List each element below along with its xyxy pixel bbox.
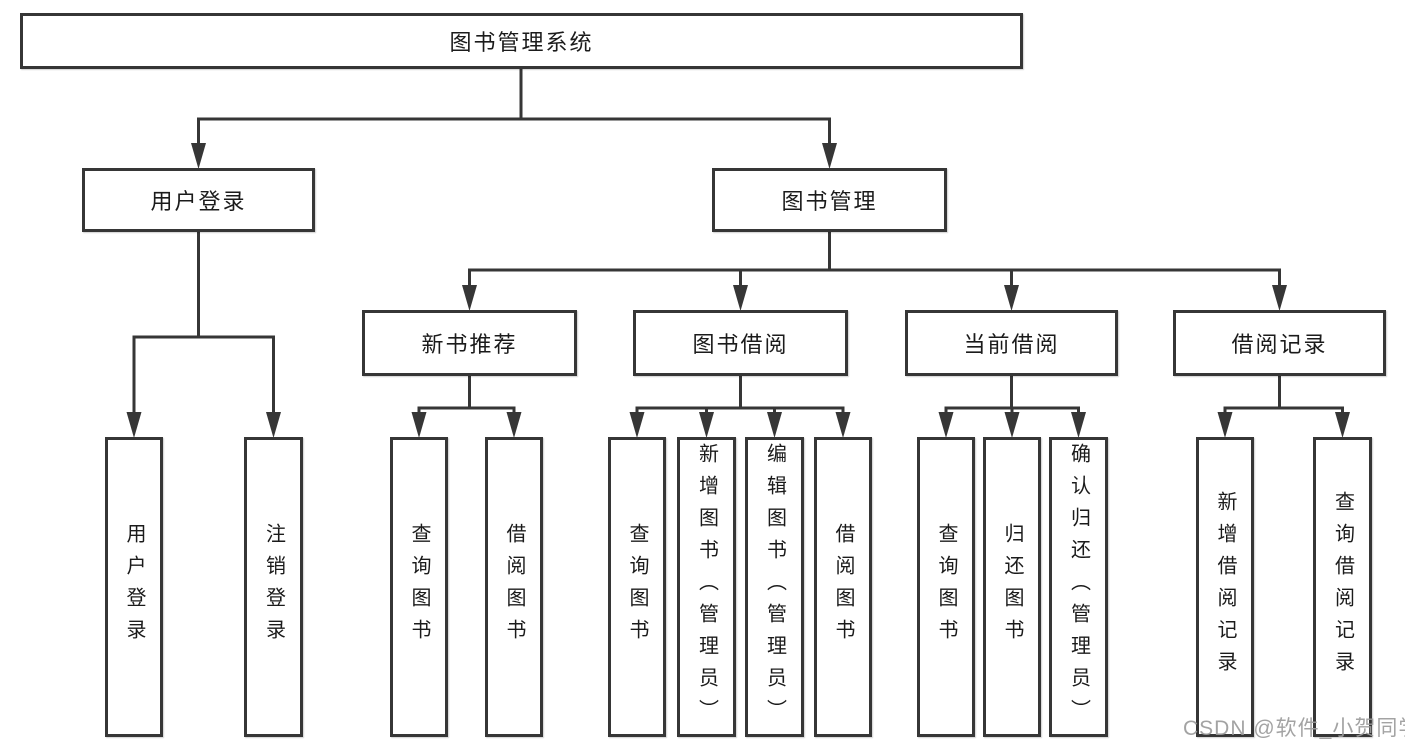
node-book-borrowing: 图书借阅 (633, 310, 848, 376)
arrowhead (822, 143, 837, 169)
node-new-book-recommendation: 新书推荐 (362, 310, 577, 376)
node-current-borrowing: 当前借阅 (905, 310, 1118, 376)
arrowhead (629, 412, 645, 438)
arrowhead (733, 285, 748, 311)
node-query-books-recommend: 查询图书 (390, 437, 448, 737)
watermark: CSDN @软件_小贺同学 (1183, 717, 1405, 740)
node-logout-login: 注销登录 (244, 437, 303, 737)
connector-user-login-branch (132, 232, 275, 417)
node-query-books-borrowing: 查询图书 (608, 437, 666, 737)
arrowhead (1217, 412, 1233, 438)
connector-new-book-branch (417, 376, 516, 417)
node-library-management-system: 图书管理系统 (20, 13, 1023, 69)
node-edit-books-admin: 编辑图书（管理员） (745, 437, 804, 737)
connector-borrowing-records-branch (1223, 376, 1344, 417)
node-user-login-leaf: 用户登录 (105, 437, 163, 737)
arrowhead (266, 412, 281, 438)
node-add-books-admin: 新增图书（管理员） (677, 437, 736, 737)
node-return-books: 归还图书 (983, 437, 1041, 737)
arrowhead (191, 143, 206, 169)
arrowhead (835, 412, 851, 438)
arrowhead (699, 412, 714, 438)
connector-root-to-level2 (197, 69, 831, 147)
arrowhead (1272, 285, 1287, 311)
arrowhead (462, 285, 477, 311)
arrowhead (938, 412, 954, 438)
arrowhead (767, 412, 782, 438)
node-add-borrow-record: 新增借阅记录 (1196, 437, 1254, 737)
arrowhead (1004, 412, 1020, 438)
node-borrow-books-borrowing: 借阅图书 (814, 437, 872, 737)
node-query-borrow-record: 查询借阅记录 (1313, 437, 1372, 737)
arrowhead (1071, 412, 1086, 438)
node-query-books-current: 查询图书 (917, 437, 975, 737)
connector-book-borrowing-branch (635, 376, 845, 417)
node-borrowing-records: 借阅记录 (1173, 310, 1386, 376)
connector-current-borrowing-branch (944, 376, 1080, 417)
arrowhead (126, 412, 142, 438)
node-book-management: 图书管理 (712, 168, 947, 232)
node-confirm-return-admin: 确认归还（管理员） (1049, 437, 1108, 737)
node-borrow-books-recommend: 借阅图书 (485, 437, 543, 737)
arrowhead (1004, 285, 1019, 311)
arrowhead (411, 412, 427, 438)
arrowhead (1335, 412, 1350, 438)
arrowhead (506, 412, 522, 438)
connector-book-management-branch (468, 232, 1281, 290)
node-user-login: 用户登录 (82, 168, 315, 232)
